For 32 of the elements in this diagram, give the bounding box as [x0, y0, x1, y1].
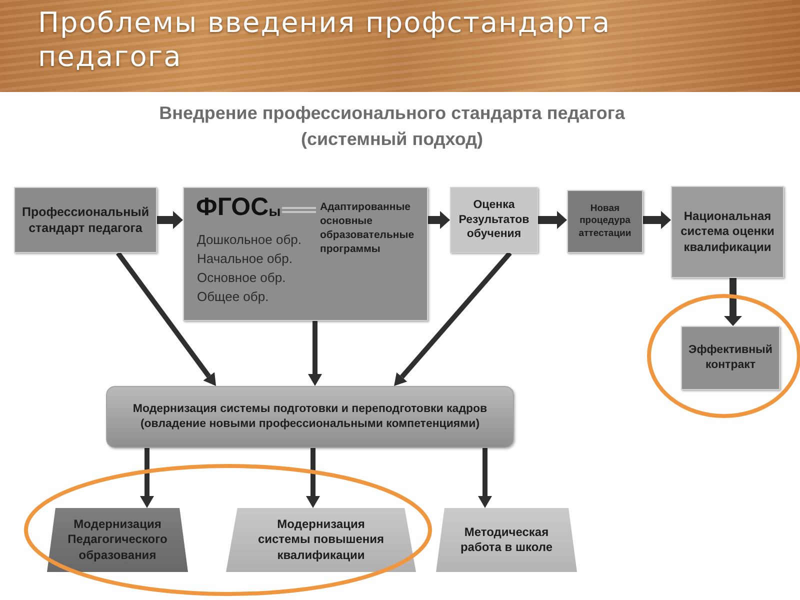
diagram-heading: Внедрение профессионального стандарта педагога (системный подход): [158, 102, 626, 151]
process-box: [567, 190, 643, 253]
process-box: [671, 186, 784, 278]
box-label: Адаптированные основные образовательные программы: [320, 200, 416, 256]
box-label: Новая процедура аттестации: [578, 203, 632, 240]
box-label: Модернизация системы подготовки и переподготовки кадров: [132, 402, 488, 417]
box-label: Модернизация системы повышения квалификации: [256, 516, 386, 564]
list-item: Общее обр.: [197, 288, 270, 306]
box-label: (овладение новыми профессиональными компетенциями): [140, 417, 480, 432]
arrow: [116, 252, 218, 388]
rounded-box: [106, 386, 514, 448]
arrow: [157, 211, 183, 229]
box-label: Национальная система оценки квалификации: [680, 208, 776, 256]
process-box: [14, 187, 157, 253]
slide-title: Проблемы введения профстандарта педагога: [38, 6, 612, 74]
arrow: [392, 251, 512, 388]
box-label: Модернизация Педагогического образования: [66, 516, 168, 564]
process-box: [183, 187, 428, 321]
list-item: Дошкольное обр.: [197, 231, 302, 249]
process-box: [450, 187, 538, 253]
box-label: Методическая работа в школе: [459, 524, 554, 556]
process-box: [681, 326, 780, 390]
box-label: Оценка Результатов обучения: [458, 198, 530, 242]
arrow: [428, 211, 450, 229]
box-label: Эффективный контракт: [688, 343, 774, 373]
arrow: [538, 211, 567, 229]
list-item: Основное обр.: [197, 269, 287, 287]
list-item: Начальное обр.: [197, 250, 294, 268]
arrow: [643, 211, 671, 229]
arrow: [308, 321, 322, 386]
box-label: Профессиональный стандарт педагога: [20, 204, 150, 236]
arrow: [478, 448, 492, 508]
